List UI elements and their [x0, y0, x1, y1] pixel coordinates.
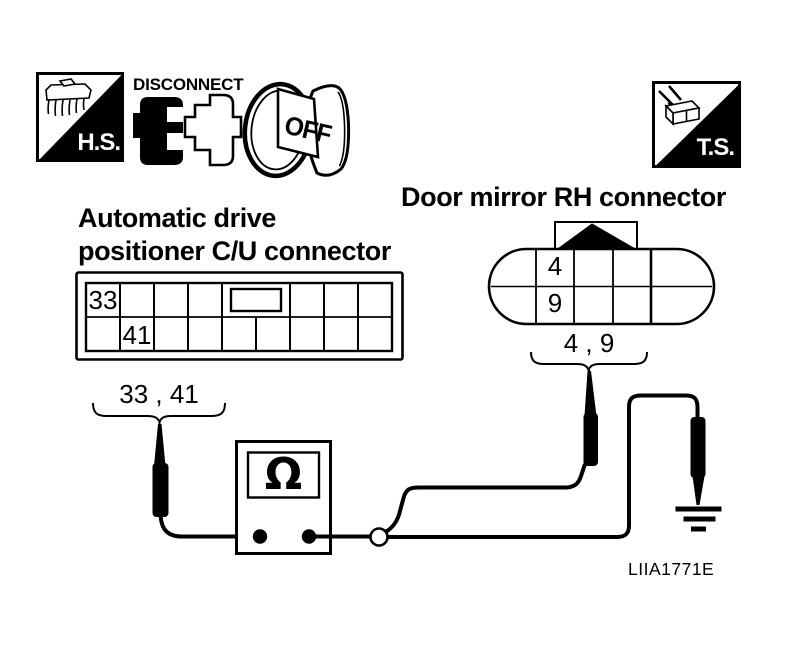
mirror-terminals-brace — [530, 351, 648, 373]
adp-latch-slot — [229, 287, 283, 313]
ts-badge: T.S. — [652, 81, 741, 168]
adp-terminals-label: 33 , 41 — [119, 379, 199, 409]
mirror-connector-drawing — [487, 221, 716, 326]
ignition-key-off-icon — [242, 81, 351, 179]
adp-connector-title: Automatic drive positioner C/U connector — [78, 202, 391, 268]
ohmmeter-display — [246, 451, 321, 499]
hand-glove-icon — [45, 78, 92, 117]
mirror-probe-body — [583, 413, 598, 466]
mirror-grid-lines — [535, 250, 653, 323]
mirror-latch-wedge-fill — [559, 226, 634, 250]
figure-code: LIIA1771E — [628, 559, 715, 579]
adp-probe-body — [152, 463, 169, 517]
hs-badge-label: H.S. — [77, 129, 121, 156]
adp-terminals-brace — [92, 402, 226, 425]
ohm-symbol: Ω — [264, 449, 303, 500]
ts-badge-graphic — [652, 81, 741, 168]
adp-pin-41: 41 — [122, 320, 152, 350]
ground-probe-wire — [387, 393, 700, 539]
ts-badge-triangle — [656, 85, 739, 166]
adp-title-line2: positioner C/U connector — [78, 236, 391, 266]
adp-connector-drawing — [75, 271, 404, 361]
male-connector-shape — [183, 93, 243, 167]
hs-badge-triangle — [39, 75, 122, 160]
mirror-probe-wire — [384, 463, 587, 534]
terminal-box-icon — [658, 85, 701, 126]
adp-grid-lines-top — [119, 283, 359, 317]
meter-negative-lead-wire — [158, 511, 256, 539]
ground-probe-body — [690, 417, 706, 478]
connector-pair-icon — [133, 93, 243, 167]
mirror-connector-title: Door mirror RH connector — [401, 182, 726, 212]
ohmmeter-terminal-left — [252, 529, 268, 544]
ts-badge-label: T.S. — [696, 134, 735, 161]
key-blade-edge-line — [337, 91, 346, 167]
key-flag — [276, 87, 320, 159]
mirror-terminals-label: 4 , 9 — [563, 328, 615, 358]
ground-probe-needle — [692, 476, 705, 505]
mirror-pin-9: 9 — [547, 288, 563, 318]
mirror-probe-needle — [584, 371, 597, 416]
adp-title-line1: Automatic drive — [78, 203, 277, 233]
adp-probe-needle — [154, 424, 166, 466]
adp-grid-lines-bottom — [119, 317, 359, 351]
female-connector-shape — [133, 97, 183, 165]
disconnect-label: DISCONNECT — [133, 75, 244, 94]
adp-pin-33: 33 — [88, 285, 118, 315]
ground-symbol — [675, 506, 722, 532]
hs-badge: H.S. — [36, 72, 124, 162]
ohmmeter-terminal-right — [301, 529, 317, 544]
mirror-pin-4: 4 — [547, 251, 563, 281]
hs-badge-graphic — [36, 72, 124, 162]
